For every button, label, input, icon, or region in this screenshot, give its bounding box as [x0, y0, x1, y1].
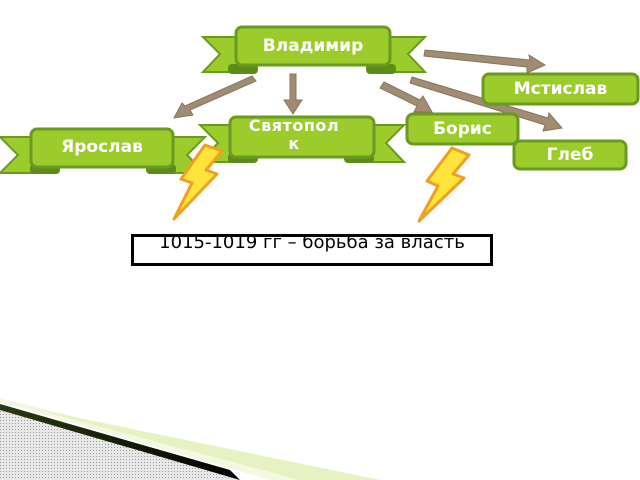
box-gleb — [512, 139, 628, 171]
arrow-vladimir-boris — [379, 81, 433, 113]
node-gleb-label: Глеб — [546, 145, 594, 165]
box-boris — [405, 112, 520, 146]
box-mstislav — [481, 72, 640, 106]
caption-text: 1015-1019 гг – борьба за власть — [159, 232, 465, 253]
arrow-vladimir-mstislav — [423, 49, 547, 74]
node-boris-label: Борис — [433, 119, 492, 139]
node-mstislav-label: Мстислав — [513, 79, 608, 99]
decorative-corner — [0, 398, 380, 480]
node-vladimir-label: Владимир — [262, 36, 364, 56]
node-svyatopolk-label: Святополк — [248, 116, 340, 153]
lightning-icon — [172, 143, 224, 221]
arrow-vladimir-yaroslav — [173, 75, 257, 119]
lightning-icon — [417, 146, 471, 223]
ribbon-vladimir — [200, 25, 428, 74]
node-yaroslav-label: Ярослав — [61, 137, 143, 157]
caption-box: 1015-1019 гг – борьба за власть — [131, 232, 493, 266]
ribbon-yaroslav — [0, 127, 208, 174]
arrow-vladimir-svyatopolk — [283, 73, 303, 115]
ribbon-svyatopolk — [197, 115, 407, 163]
